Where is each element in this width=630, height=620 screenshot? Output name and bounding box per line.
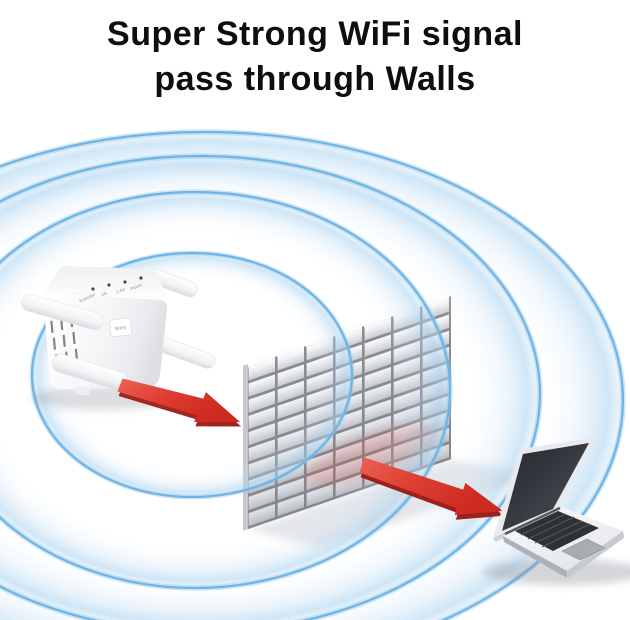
laptop [483, 437, 630, 585]
wps-button: WPS [109, 317, 132, 338]
antenna-left [21, 293, 104, 330]
headline: Super Strong WiFi signal pass through Wa… [0, 12, 630, 102]
laptop-keyboard [515, 511, 599, 551]
led-dot [91, 287, 95, 291]
led-dot [139, 276, 143, 280]
led-label: Extender [79, 292, 97, 304]
signal-arrow-wall-to-laptop [359, 457, 505, 520]
arrow-face [117, 378, 240, 422]
led-label: 2.4G [115, 286, 126, 295]
device-top-face [44, 266, 168, 299]
wifi-repeater: Extender 5G 2.4G Power WPS [21, 266, 216, 410]
headline-line-1: Super Strong WiFi signal [107, 15, 523, 53]
laptop-front-side [503, 536, 567, 578]
svg-text:WPS: WPS [115, 325, 128, 332]
laptop-touchpad [561, 538, 606, 561]
headline-line-2: pass through Walls [154, 60, 476, 99]
led-indicators: Extender 5G 2.4G Power [79, 276, 144, 304]
arrow-face [359, 457, 503, 515]
laptop-right-side [567, 531, 624, 578]
signal-arrow-repeater-to-wall [117, 378, 242, 427]
device-plug-nub [75, 386, 91, 396]
laptop-hinge [504, 506, 561, 536]
led-dot [123, 280, 127, 284]
led-label: 5G [101, 290, 109, 297]
laptop-screen [502, 443, 589, 531]
led-label: Power [130, 282, 144, 292]
led-dot [107, 283, 111, 287]
